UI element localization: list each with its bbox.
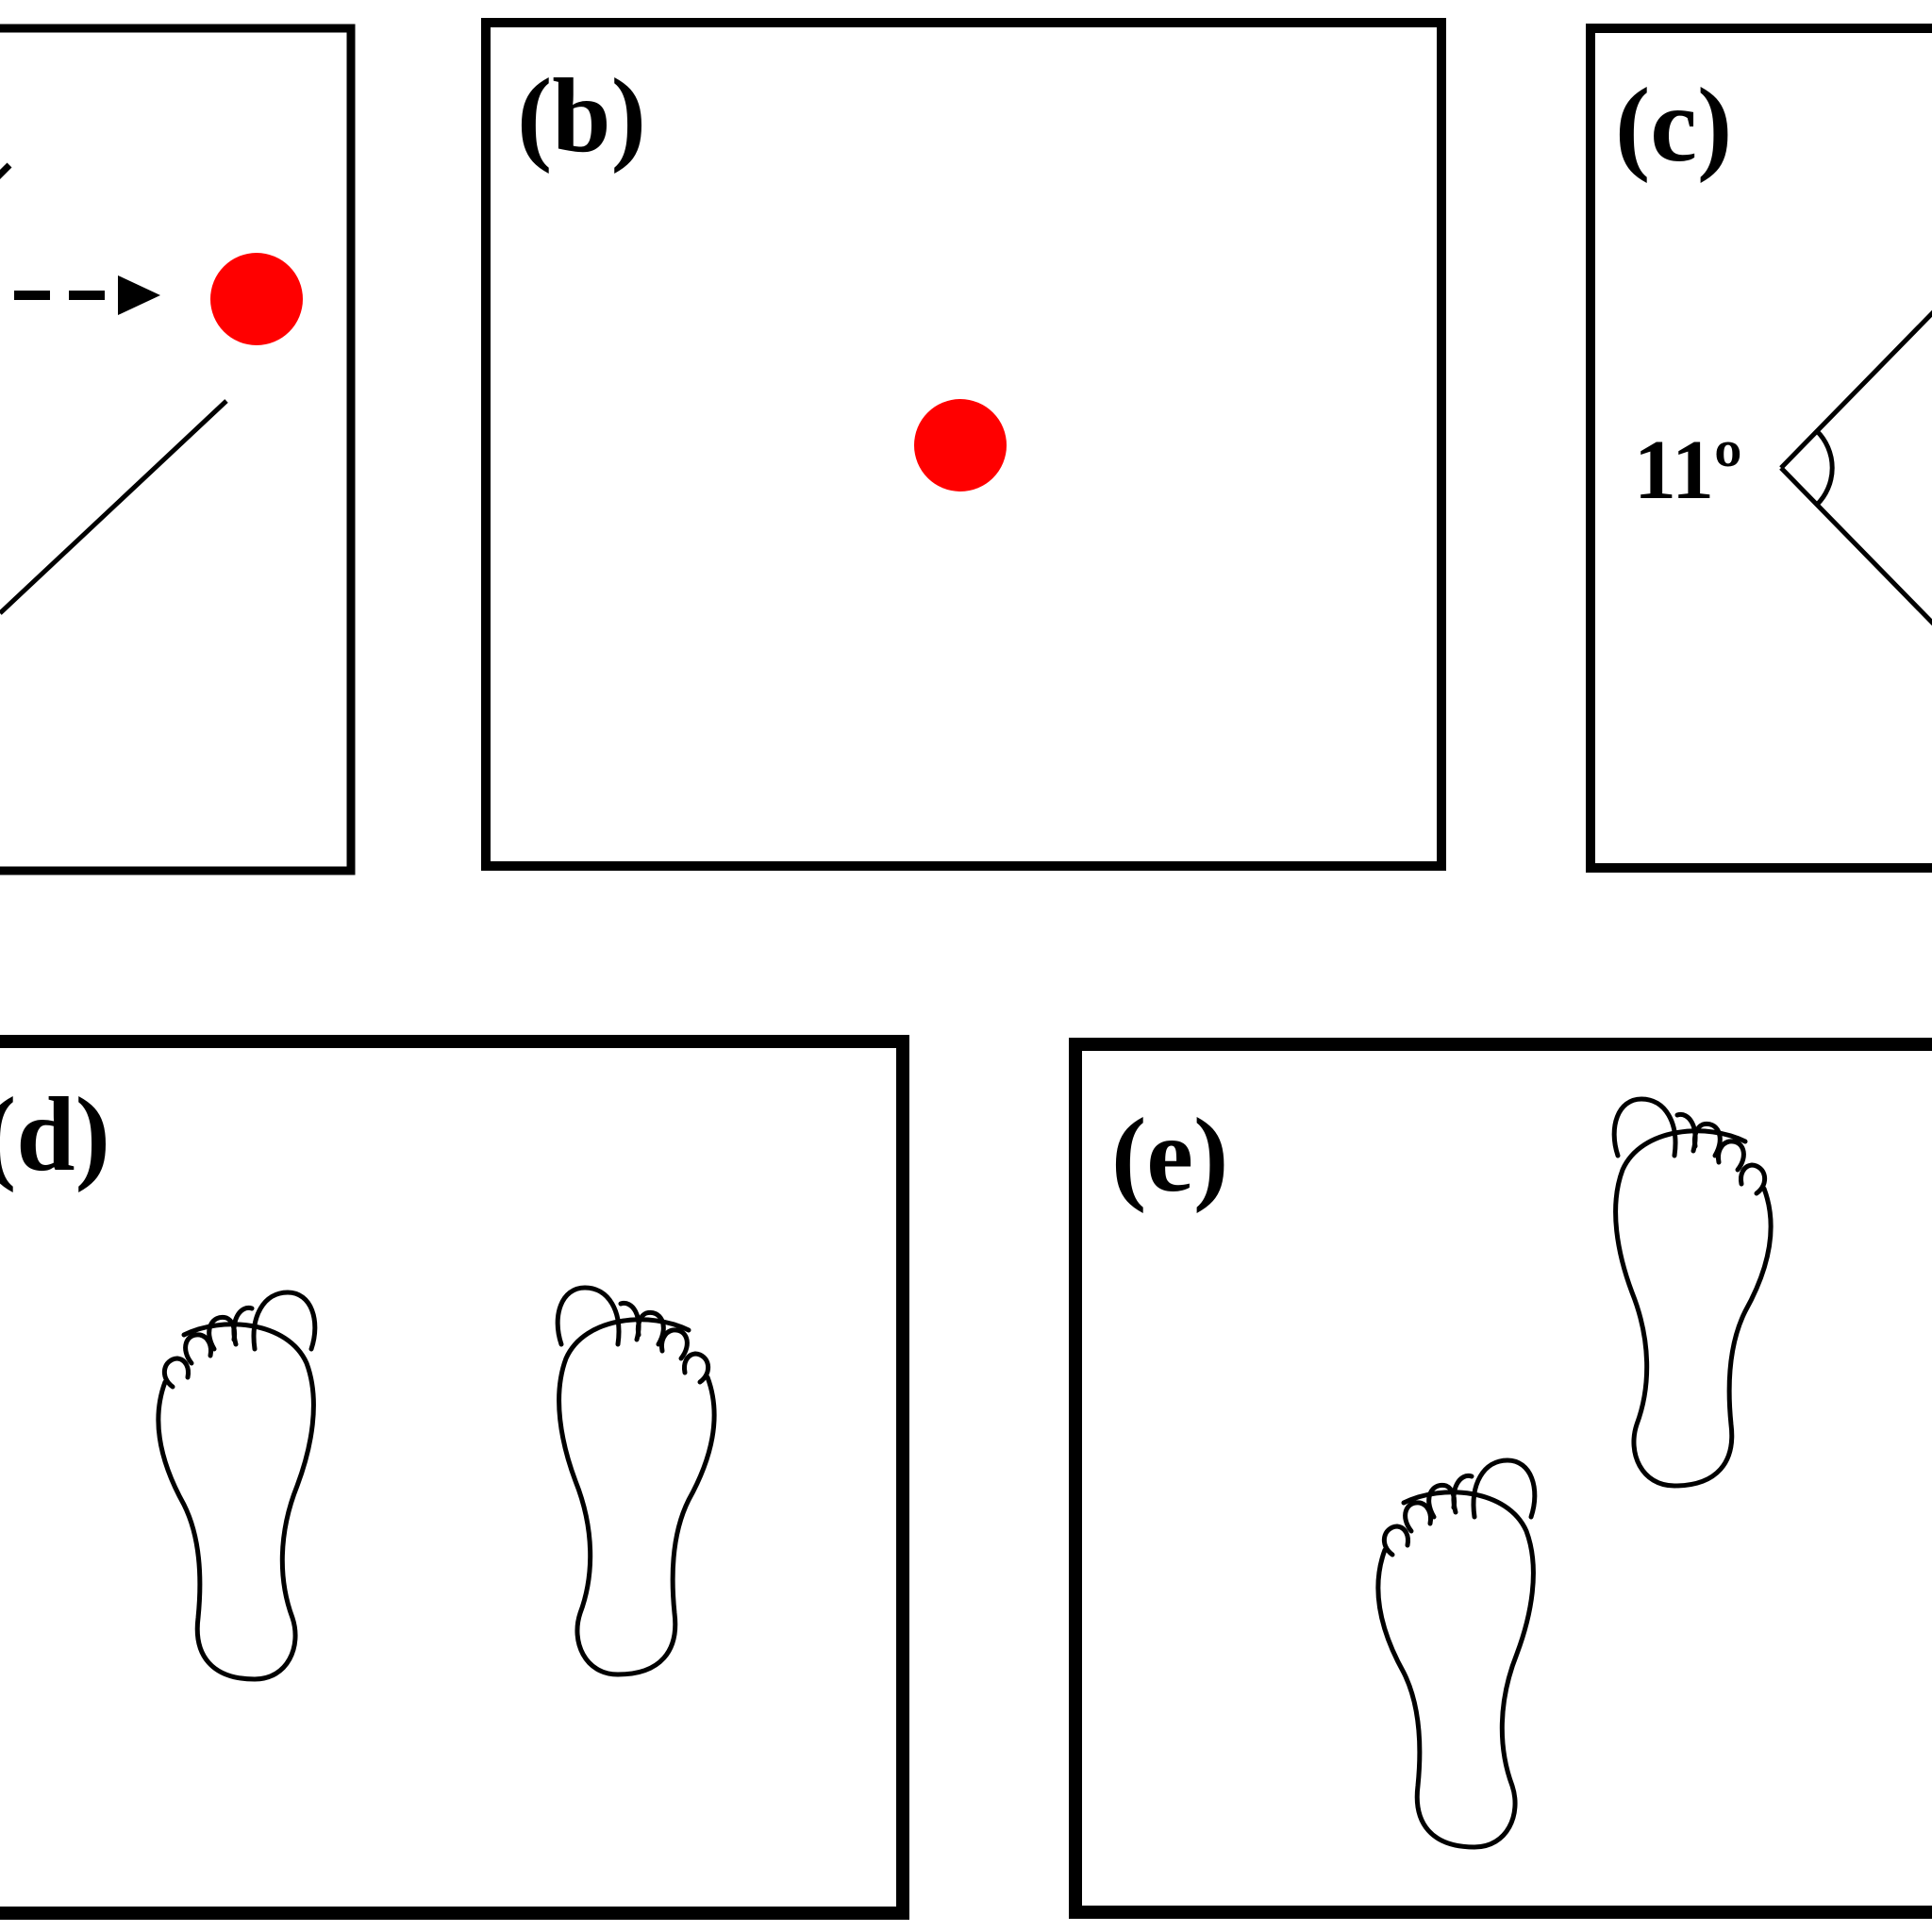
panel-label-c: (c) bbox=[1615, 67, 1732, 184]
dashed-arrow-icon bbox=[14, 275, 160, 315]
target-dot-b bbox=[914, 399, 1007, 491]
angle-ray-lower bbox=[1779, 466, 1932, 626]
angle-label: 11º bbox=[1634, 424, 1742, 517]
right-footprint-icon bbox=[558, 1288, 714, 1674]
panel-c-frame bbox=[1586, 24, 1932, 873]
diagonal-line-a bbox=[0, 399, 228, 615]
angle-arc bbox=[1815, 429, 1835, 507]
panel-c: (c) 11º bbox=[1586, 24, 1932, 873]
panel-a bbox=[0, 24, 356, 875]
right-footprint-icon bbox=[1614, 1099, 1771, 1486]
panel-label-d: (d) bbox=[0, 1076, 110, 1193]
panel-d: (d) bbox=[0, 1035, 909, 1920]
panel-label-e: (e) bbox=[1111, 1097, 1228, 1214]
arrow-stem-mark bbox=[0, 162, 12, 179]
angle-ray-upper bbox=[1779, 309, 1932, 470]
panel-d-frame bbox=[0, 1035, 909, 1920]
left-footprint-icon bbox=[158, 1292, 315, 1679]
panel-b: (b) bbox=[481, 18, 1446, 871]
panel-label-b: (b) bbox=[517, 58, 646, 175]
target-dot-a bbox=[210, 253, 303, 345]
panel-e: (e) bbox=[1069, 1038, 1932, 1919]
panel-e-frame bbox=[1069, 1038, 1932, 1919]
panel-b-frame bbox=[481, 18, 1446, 871]
panel-a-frame bbox=[0, 24, 356, 875]
left-footprint-icon bbox=[1378, 1460, 1535, 1847]
